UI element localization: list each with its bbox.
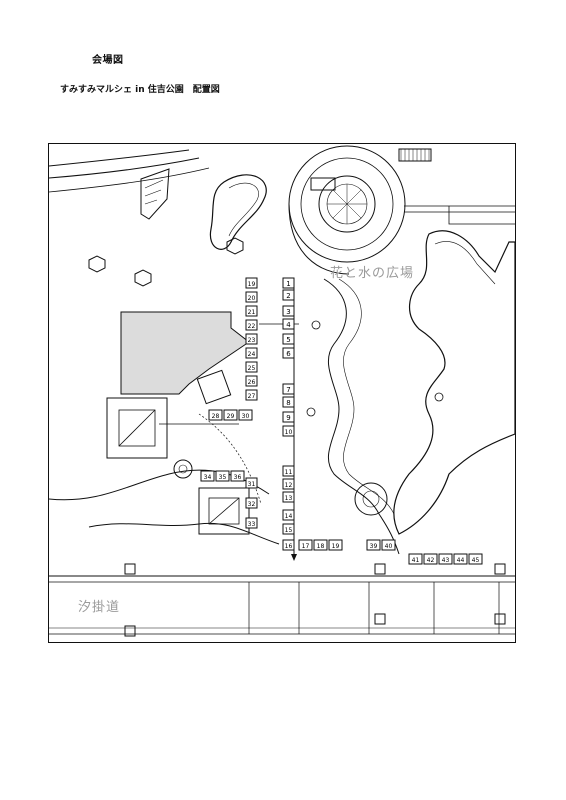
booth-label: 13 bbox=[285, 495, 293, 502]
booth-row-g: 34 35 36 bbox=[200, 470, 245, 482]
booth-col-mid: 31 32 33 bbox=[245, 477, 258, 529]
booth-row-c: 17 18 19 bbox=[298, 539, 343, 551]
booth-label: 30 bbox=[242, 413, 250, 420]
booth-label: 29 bbox=[227, 413, 235, 420]
booth-label: 7 bbox=[286, 386, 290, 394]
booth-label: 39 bbox=[370, 543, 378, 550]
area-label-flower-plaza: 花と水の広場 bbox=[330, 266, 415, 281]
booth-label: 3 bbox=[286, 308, 290, 316]
booth-label: 26 bbox=[248, 379, 256, 386]
booth-label: 31 bbox=[248, 481, 256, 488]
booth-label: 16 bbox=[285, 543, 293, 550]
booth-label: 5 bbox=[286, 336, 290, 344]
booth-label: 19 bbox=[248, 281, 256, 288]
area-label-road: 汐掛道 bbox=[78, 600, 121, 615]
booth-label: 41 bbox=[412, 557, 420, 564]
booth-label: 44 bbox=[457, 557, 465, 564]
booth-label: 1 bbox=[286, 280, 290, 288]
booth-label: 40 bbox=[385, 543, 393, 550]
booth-label: 8 bbox=[286, 399, 290, 407]
booth-label: 21 bbox=[248, 309, 256, 316]
booth-label: 34 bbox=[204, 474, 212, 481]
booth-row-b: 11 12 13 14 15 16 bbox=[282, 465, 295, 551]
booth-label: 36 bbox=[234, 474, 242, 481]
page-subtitle: すみすみマルシェ in 住吉公園 配置図 bbox=[60, 85, 220, 95]
map-drawing: 1 2 3 4 5 6 7 8 9 10 11 12 13 14 15 16 1… bbox=[48, 145, 516, 637]
booth-label: 33 bbox=[248, 521, 256, 528]
booth-row-d: 39 40 bbox=[366, 539, 396, 551]
booth-label: 24 bbox=[248, 351, 256, 358]
booth-label: 15 bbox=[285, 527, 293, 534]
booth-col-left: 19 20 21 22 23 24 25 26 27 bbox=[245, 277, 258, 401]
page-title: 会場図 bbox=[92, 55, 124, 66]
booth-row-f: 28 29 30 bbox=[208, 409, 253, 421]
booth-label: 19 bbox=[332, 543, 340, 550]
booth-label: 42 bbox=[427, 557, 435, 564]
booth-label: 20 bbox=[248, 295, 256, 302]
booth-label: 2 bbox=[286, 292, 290, 300]
booth-label: 28 bbox=[212, 413, 220, 420]
booth-label: 9 bbox=[286, 414, 290, 422]
booth-label: 4 bbox=[286, 321, 291, 329]
booth-label: 6 bbox=[286, 350, 291, 358]
booth-label: 17 bbox=[302, 543, 310, 550]
booth-label: 18 bbox=[317, 543, 325, 550]
booth-row-a: 1 2 3 4 5 6 7 8 9 10 bbox=[282, 277, 295, 437]
booth-label: 11 bbox=[285, 469, 293, 476]
booth-label: 10 bbox=[285, 429, 293, 436]
booth-label: 25 bbox=[248, 365, 256, 372]
booth-label: 12 bbox=[285, 482, 293, 489]
booth-label: 45 bbox=[472, 557, 480, 564]
booth-label: 22 bbox=[248, 323, 256, 330]
booth-label: 43 bbox=[442, 557, 450, 564]
booth-label: 32 bbox=[248, 501, 256, 508]
booth-label: 14 bbox=[285, 513, 293, 520]
booth-label: 23 bbox=[248, 337, 256, 344]
booth-row-e: 41 42 43 44 45 bbox=[408, 553, 483, 565]
booth-label: 35 bbox=[219, 474, 227, 481]
venue-map: 1 2 3 4 5 6 7 8 9 10 11 12 13 14 15 16 1… bbox=[48, 143, 516, 643]
booth-label: 27 bbox=[248, 393, 256, 400]
